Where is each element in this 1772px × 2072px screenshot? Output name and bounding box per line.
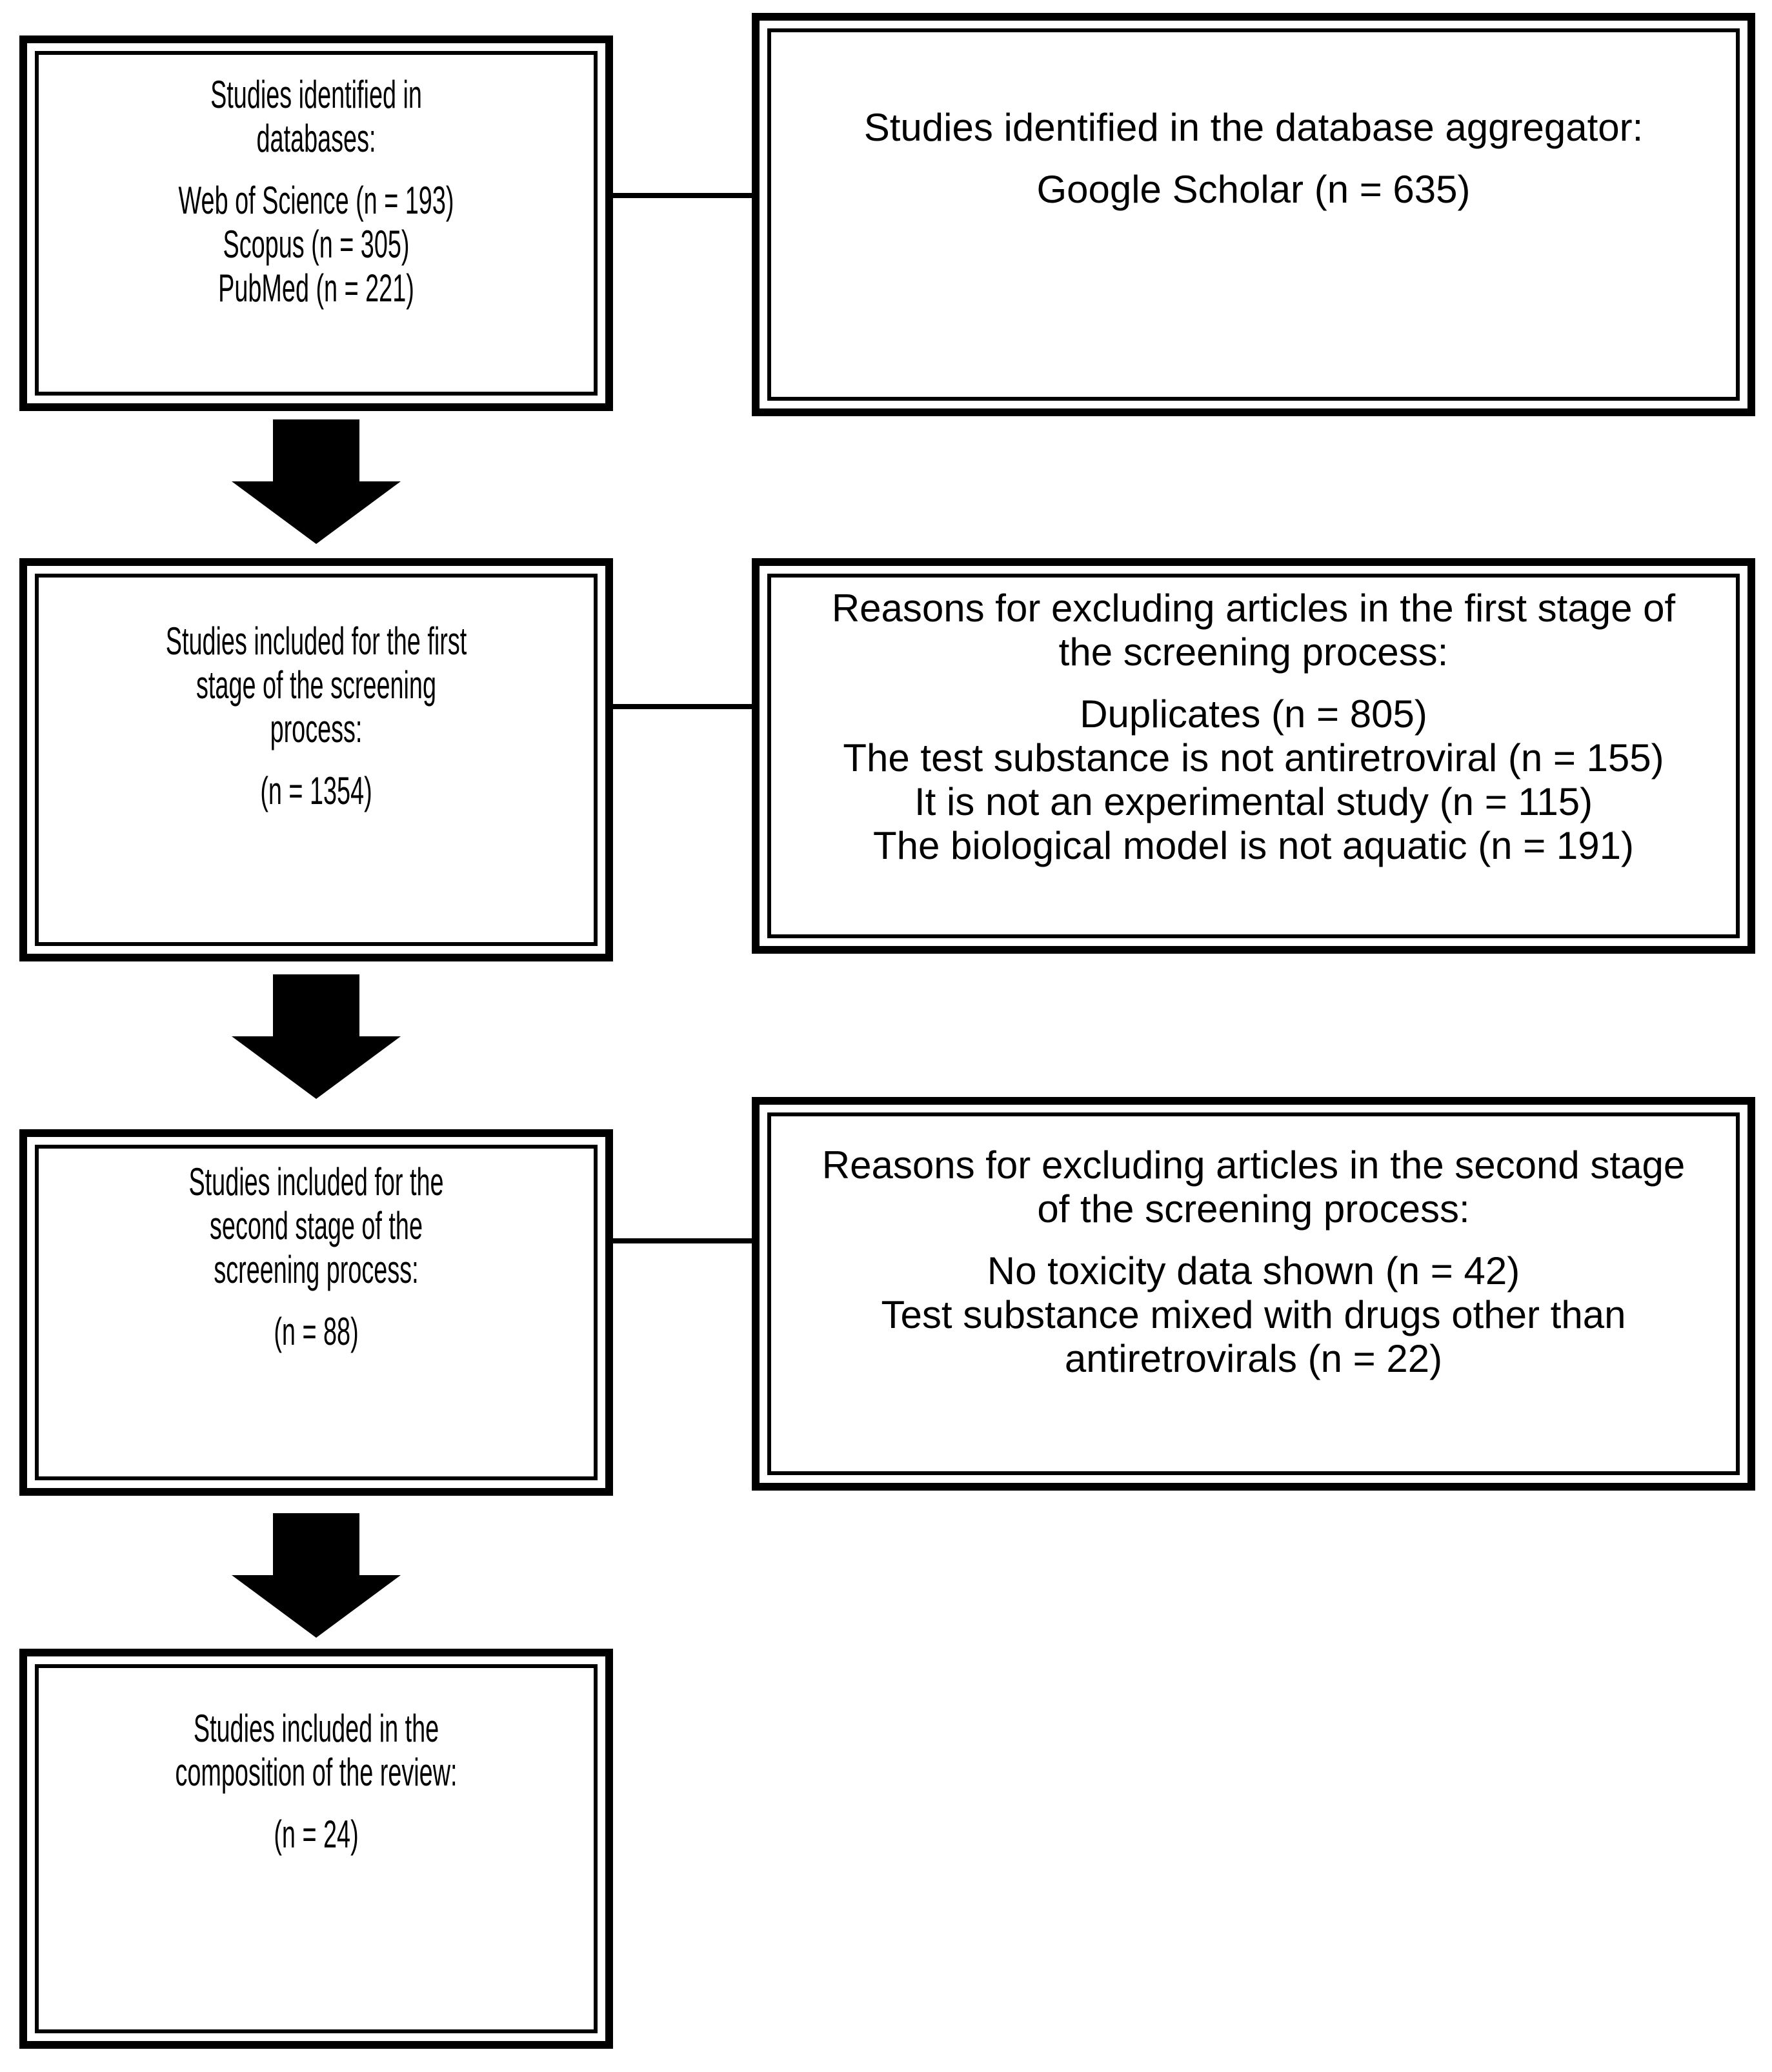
text-line: Studies included for the first xyxy=(165,619,467,663)
text-line: antiretrovirals (n = 22) xyxy=(1064,1337,1443,1380)
text-line: Reasons for excluding articles in the fi… xyxy=(831,587,1676,630)
box-inner-frame: Studies identified in databases: Web of … xyxy=(35,51,598,396)
box-text-block: Studies included for the first stage of … xyxy=(141,578,491,813)
box-text-block: Studies included for the second stage of… xyxy=(141,1149,491,1354)
blank-line xyxy=(141,1795,491,1813)
text-line: (n = 1354) xyxy=(260,769,372,812)
down-arrow-icon xyxy=(232,419,401,544)
text-line: It is not an experimental study (n = 115… xyxy=(914,780,1593,823)
box-text-block: Studies identified in the database aggre… xyxy=(771,32,1736,212)
box-studies-included-in-review: Studies included in the composition of t… xyxy=(19,1649,613,2049)
text-line: Scopus (n = 305) xyxy=(223,223,410,266)
box-text-block: Reasons for excluding articles in the se… xyxy=(771,1116,1736,1381)
text-line: PubMed (n = 221) xyxy=(218,267,414,310)
text-line: Duplicates (n = 805) xyxy=(1080,692,1427,736)
text-line: (n = 24) xyxy=(274,1813,359,1856)
text-line: No toxicity data shown (n = 42) xyxy=(987,1249,1520,1292)
text-line: (n = 88) xyxy=(274,1310,359,1353)
text-line: Reasons for excluding articles in the se… xyxy=(821,1143,1686,1187)
text-line: Studies included in the xyxy=(193,1707,439,1750)
down-arrow-icon xyxy=(232,1513,401,1638)
box-reasons-excluding-first-stage: Reasons for excluding articles in the fi… xyxy=(752,558,1755,954)
text-line: second stage of the xyxy=(210,1204,423,1247)
text-line: Google Scholar (n = 635) xyxy=(1036,168,1471,211)
connector-line-row1 xyxy=(613,193,752,198)
down-arrow-icon xyxy=(232,974,401,1099)
blank-line xyxy=(771,1231,1736,1249)
text-line: Studies identified in xyxy=(210,73,422,116)
text-line: the screening process: xyxy=(1058,630,1449,674)
box-text-block: Studies identified in databases: Web of … xyxy=(141,55,491,310)
text-line: screening process: xyxy=(214,1248,419,1291)
text-line: of the screening process: xyxy=(1037,1187,1470,1231)
text-line: Web of Science (n = 193) xyxy=(178,179,454,222)
text-line: The test substance is not antiretroviral… xyxy=(843,736,1664,780)
box-studies-included-second-stage: Studies included for the second stage of… xyxy=(19,1129,613,1496)
connector-line-row3 xyxy=(613,1238,752,1243)
text-line: composition of the review: xyxy=(175,1751,458,1794)
box-studies-identified-in-aggregator: Studies identified in the database aggre… xyxy=(752,13,1755,416)
text-line: process: xyxy=(270,707,363,750)
text-line: stage of the screening xyxy=(196,663,436,707)
box-inner-frame: Studies included in the composition of t… xyxy=(35,1664,598,2033)
text-line: Test substance mixed with drugs other th… xyxy=(881,1293,1626,1336)
box-reasons-excluding-second-stage: Reasons for excluding articles in the se… xyxy=(752,1097,1755,1491)
blank-line xyxy=(141,1292,491,1310)
box-inner-frame: Studies included for the second stage of… xyxy=(35,1145,598,1480)
box-text-block: Studies included in the composition of t… xyxy=(141,1668,491,1856)
box-text-block: Reasons for excluding articles in the fi… xyxy=(771,578,1736,868)
connector-line-row2 xyxy=(613,704,752,709)
box-inner-frame: Studies included for the first stage of … xyxy=(35,574,598,946)
box-studies-included-first-stage: Studies included for the first stage of … xyxy=(19,558,613,961)
box-studies-identified-in-databases: Studies identified in databases: Web of … xyxy=(19,35,613,411)
box-inner-frame: Reasons for excluding articles in the fi… xyxy=(767,574,1740,938)
blank-line xyxy=(141,161,491,179)
text-line: databases: xyxy=(256,117,376,160)
text-line: Studies identified in the database aggre… xyxy=(863,106,1644,149)
text-line: Studies included for the xyxy=(188,1160,444,1203)
box-inner-frame: Reasons for excluding articles in the se… xyxy=(767,1112,1740,1475)
blank-line xyxy=(141,751,491,769)
box-inner-frame: Studies identified in the database aggre… xyxy=(767,28,1740,401)
text-line: The biological model is not aquatic (n =… xyxy=(872,824,1635,867)
blank-line xyxy=(771,150,1736,168)
blank-line xyxy=(771,674,1736,692)
